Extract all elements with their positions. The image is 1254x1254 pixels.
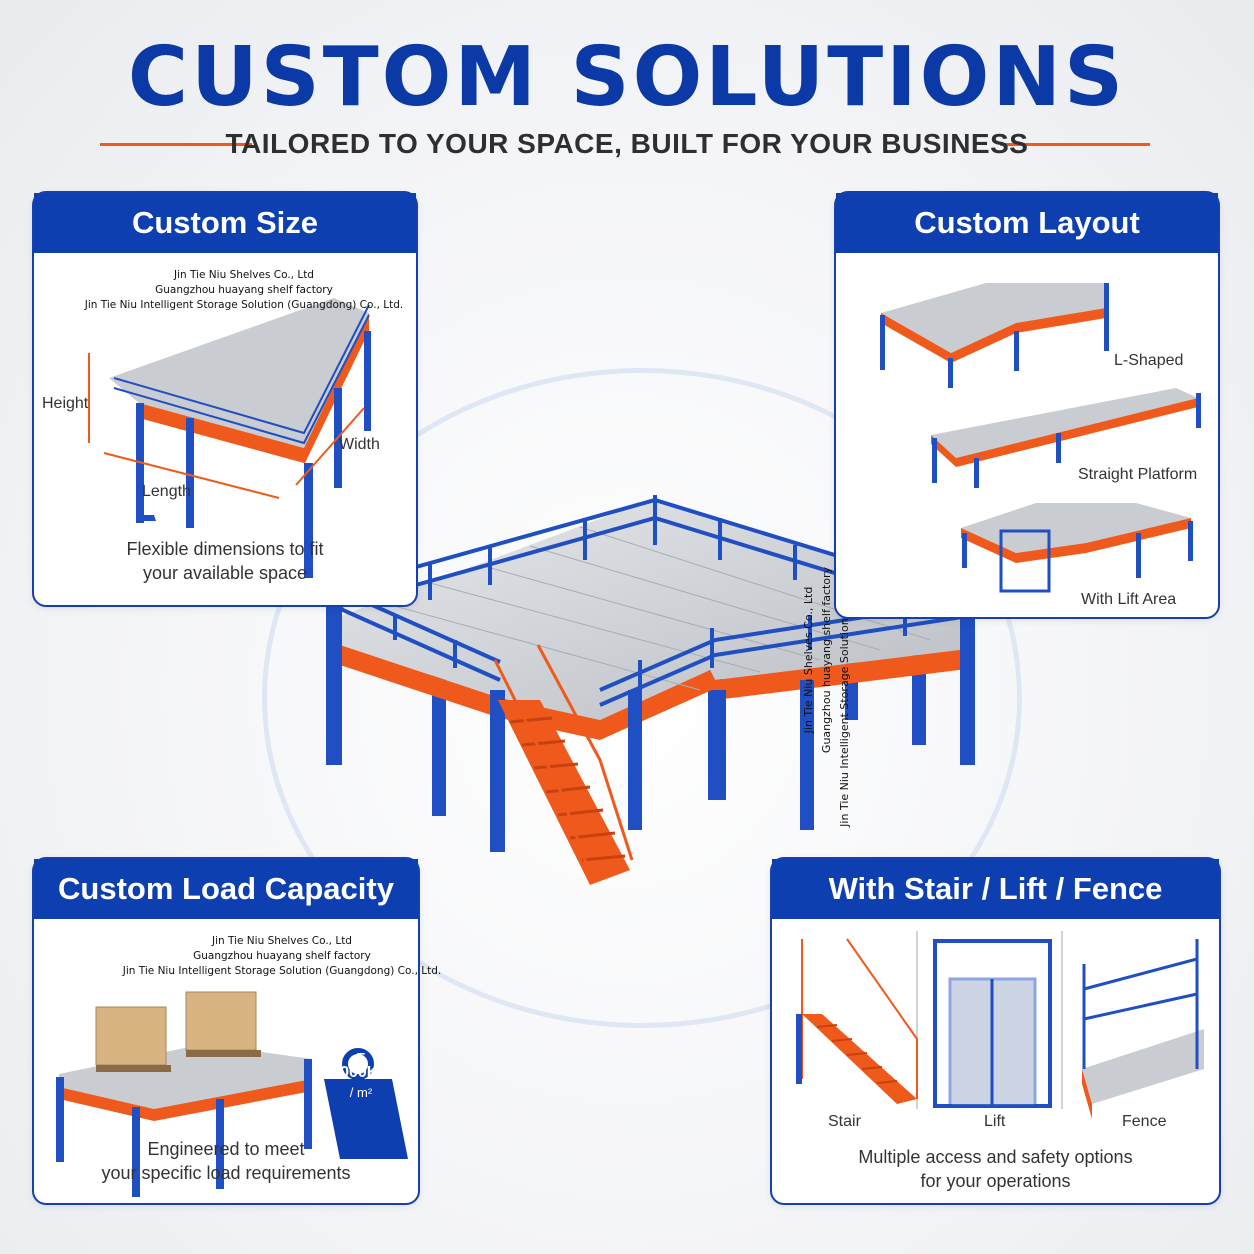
caption-line-1: Flexible dimensions to fit <box>126 539 324 559</box>
watermark-line-3: Jin Tie Niu Intelligent Storage Solution… <box>122 965 442 977</box>
caption-line-2: for your operations <box>920 1171 1071 1191</box>
watermark-line-3: Jin Tie Niu Intelligent Storage Solution… <box>84 299 404 311</box>
caption-line-2: your available space <box>142 563 308 583</box>
caption-line-2: your specific load requirements <box>101 1163 351 1183</box>
watermark-line-1: Jin Tie Niu Shelves Co., Ltd <box>212 935 352 947</box>
watermark-line-2: Guangzhou huayang shelf factory <box>193 950 371 962</box>
card-access-title: With Stair / Lift / Fence <box>772 859 1219 919</box>
weight-unit: / m² <box>349 1085 373 1100</box>
card-custom-layout: Custom Layout L-Shaped Straight Platform… <box>834 191 1220 619</box>
length-label: Length <box>142 483 191 500</box>
access-option-lift: Lift <box>984 1113 1006 1130</box>
size-platform-illustration <box>88 298 371 578</box>
watermark-line-2: Guangzhou huayang shelf factory <box>155 284 333 296</box>
watermark-line-1: Jin Tie Niu Shelves Co., Ltd <box>174 269 314 281</box>
access-option-stair: Stair <box>828 1113 861 1130</box>
watermark-load: Jin Tie Niu Shelves Co., Ltd Guangzhou h… <box>112 934 452 979</box>
watermark-size: Jin Tie Niu Shelves Co., Ltd Guangzhou h… <box>74 268 414 313</box>
width-label: Width <box>339 436 380 453</box>
card-custom-size: Custom Size Jin Tie Niu Shelves Co., Ltd… <box>32 191 418 607</box>
layout-options-illustration <box>880 283 1201 593</box>
weight-capacity-badge: 300KG – 2000KG / m² <box>314 1024 408 1102</box>
caption-line-1: Engineered to meet <box>147 1139 305 1159</box>
access-options-illustration <box>796 931 1204 1119</box>
load-platform-illustration <box>56 991 408 1197</box>
caption-line-1: Multiple access and safety options <box>858 1147 1133 1167</box>
layout-option-l-shaped: L-Shaped <box>1114 352 1184 369</box>
card-custom-layout-title: Custom Layout <box>836 193 1218 253</box>
card-access-options: With Stair / Lift / Fence Stair Lift Fen… <box>770 857 1221 1205</box>
card-custom-load: Custom Load Capacity Jin Tie Niu Shelves… <box>32 857 441 1205</box>
card-access-caption: Multiple access and safety options for y… <box>772 1145 1219 1193</box>
watermark-vertical-line-1: Jin Tie Niu Shelves Co., Ltd <box>802 586 815 734</box>
card-custom-size-caption: Flexible dimensions to fit your availabl… <box>34 537 416 585</box>
access-option-fence: Fence <box>1122 1113 1167 1130</box>
weight-min: 300KG <box>334 1025 388 1044</box>
page-title: CUSTOM SOLUTIONS <box>127 30 1127 125</box>
subtitle-divider-right <box>1000 143 1150 146</box>
weight-max: 2000KG <box>331 1064 391 1081</box>
card-custom-load-title: Custom Load Capacity <box>34 859 418 919</box>
layout-option-lift: With Lift Area <box>1081 591 1177 608</box>
subtitle-divider-left <box>100 143 252 146</box>
layout-option-straight: Straight Platform <box>1078 466 1198 483</box>
card-custom-size-title: Custom Size <box>34 193 416 253</box>
weight-dash: – <box>356 1045 366 1062</box>
height-label: Height <box>42 395 89 412</box>
page-subtitle: TAILORED TO YOUR SPACE, BUILT FOR YOUR B… <box>225 128 1029 159</box>
card-custom-load-caption: Engineered to meet your specific load re… <box>34 1137 418 1185</box>
background-ring <box>262 368 1022 1028</box>
